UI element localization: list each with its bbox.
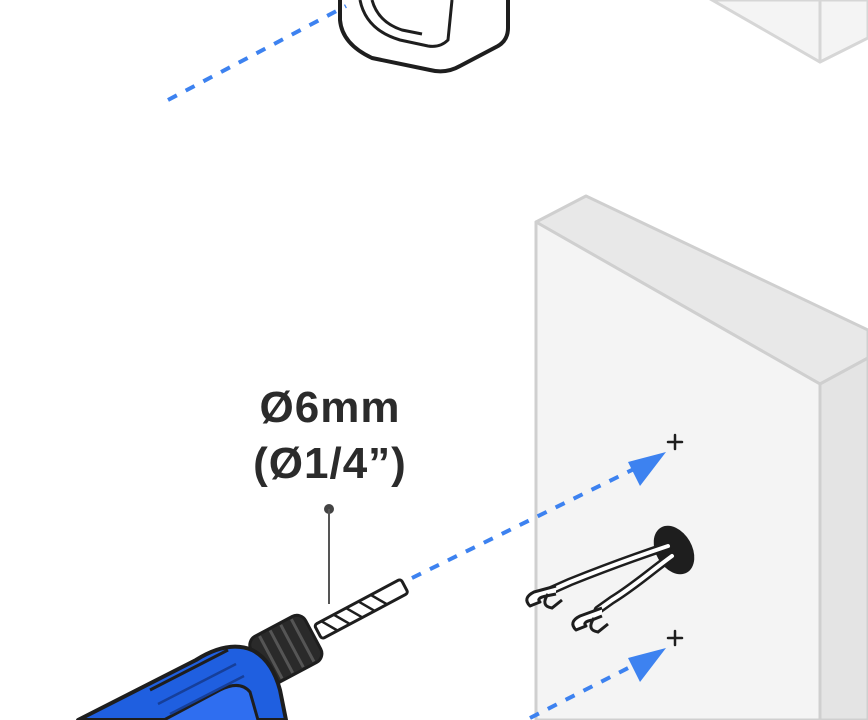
drill-guide-upper [411,452,666,580]
wires-icon [525,525,695,634]
top-wall-fragment [708,0,868,64]
wall-plate-icon [534,194,868,720]
top-guide-line [167,4,347,102]
drill-guide-lower [529,648,666,720]
label-leader [324,504,334,604]
drill-target-mark-icon [666,433,684,647]
drill-size-label: Ø6mm (Ø1/4”) [200,380,460,492]
drill-icon [76,578,409,720]
mounting-bracket-icon [338,0,510,74]
drill-size-imperial: (Ø1/4”) [253,439,407,488]
drill-size-metric: Ø6mm [259,383,401,432]
